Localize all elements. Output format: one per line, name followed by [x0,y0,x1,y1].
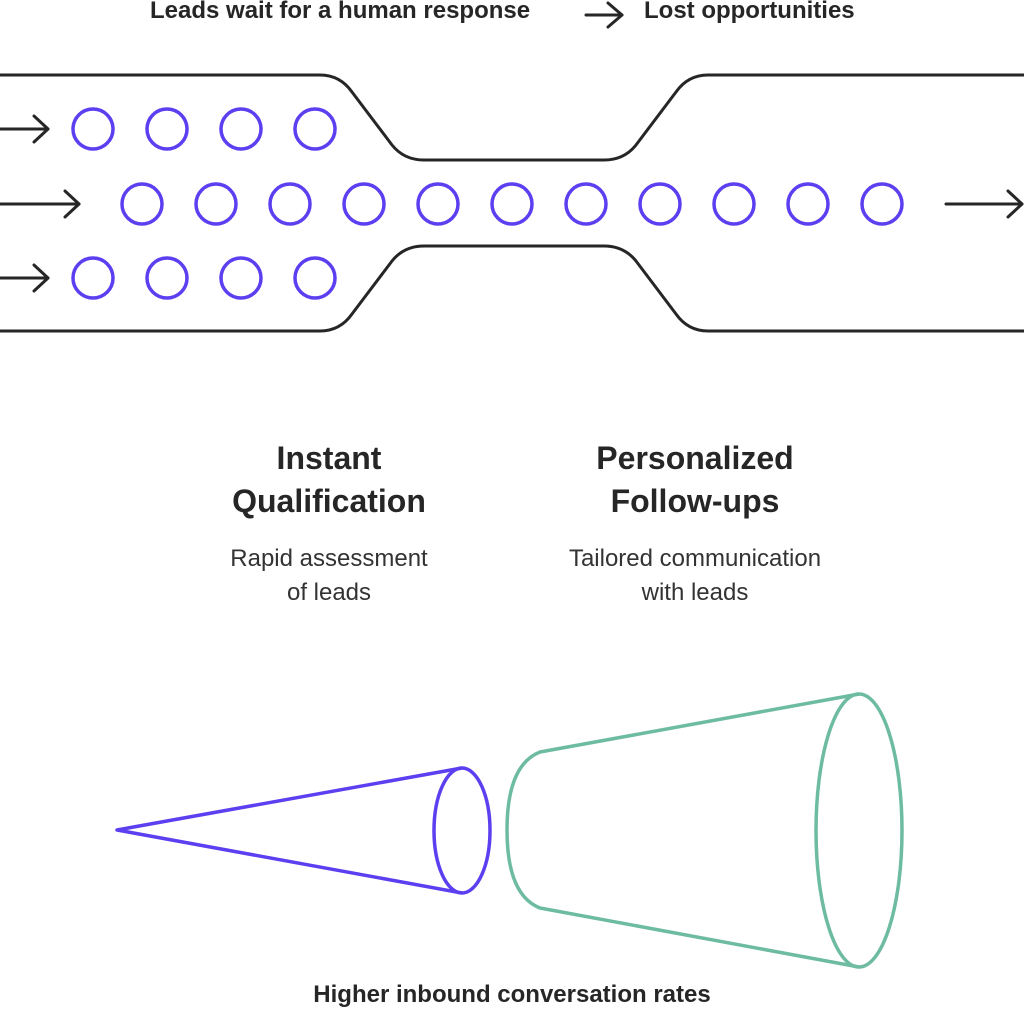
lead-circle [342,182,386,226]
lead-circle [786,182,830,226]
personalized-followups-title-line1: Personalized [596,440,794,476]
instant-qualification-desc-line1: Rapid assessment [230,545,428,572]
caption-leads-wait: Leads wait for a human response [150,0,531,24]
inflow-arrow-middle [0,189,81,219]
lead-circle [145,256,189,300]
lead-circle [293,256,337,300]
lead-circles-top-row [71,107,337,151]
lead-circle [194,182,238,226]
pipe-bottom-wall [0,244,1024,333]
inflow-arrow-top [0,114,50,144]
lead-circle [293,107,337,151]
lead-circle [71,256,115,300]
outflow-arrow [944,189,1024,219]
lead-circle [71,107,115,151]
narrow-cone [115,766,492,895]
pipe-top-wall [0,73,1024,162]
instant-qualification-title-line1: Instant [276,440,382,476]
lead-circle [145,107,189,151]
arrow-right-icon [584,1,624,29]
lead-circle [219,107,263,151]
personalized-followups-desc-line2: with leads [641,579,749,606]
lead-circle [219,256,263,300]
caption-lost-opportunities: Lost opportunities [644,0,855,24]
lead-circle [416,182,460,226]
lead-circle [564,182,608,226]
wide-cone [505,692,904,969]
personalized-followups-desc-line1: Tailored communication [568,545,822,572]
lead-circle [120,182,164,226]
inflow-arrow-bottom [0,263,50,293]
lead-circle [638,182,682,226]
lead-circles-bottom-row [71,256,337,300]
lead-circles-middle-row [120,182,904,226]
instant-qualification-title-line2: Qualification [232,483,426,519]
lead-circle [268,182,312,226]
caption-higher-conversion: Higher inbound conversation rates [313,981,711,1008]
lead-circle [860,182,904,226]
lead-circle [712,182,756,226]
instant-qualification-desc-line2: of leads [286,579,372,606]
lead-circle [490,182,534,226]
personalized-followups-title-line2: Follow-ups [610,483,780,519]
